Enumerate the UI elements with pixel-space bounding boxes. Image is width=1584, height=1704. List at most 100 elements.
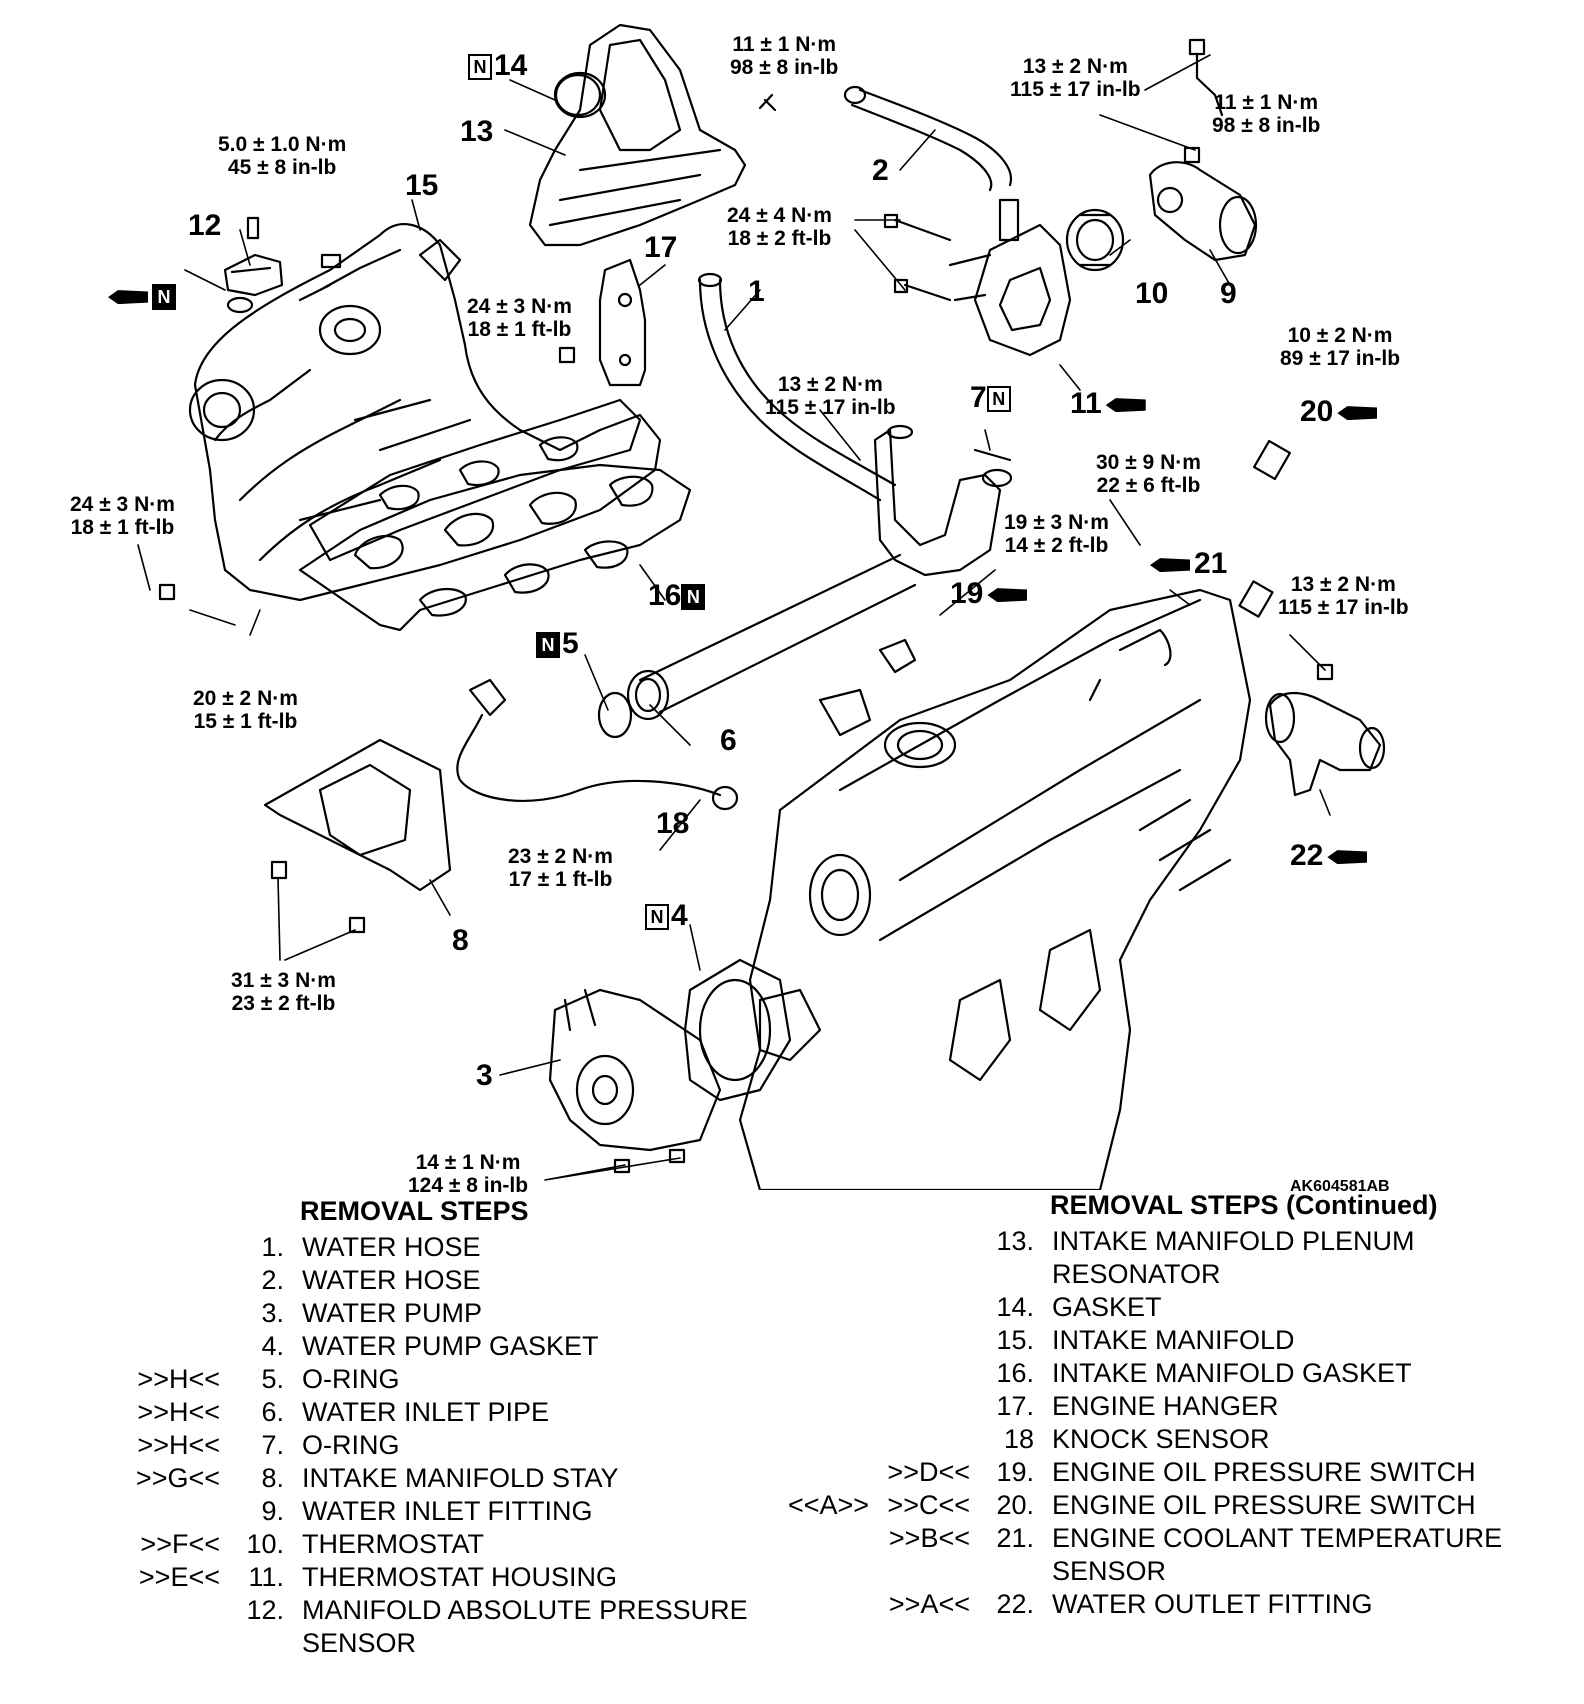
callout-17: 17 — [644, 231, 678, 264]
plenum-resonator-drawing — [528, 23, 747, 247]
service-point-mark: >>C<< — [887, 1490, 970, 1520]
manifold-flange-drawing — [308, 398, 642, 562]
n-mark-icon: N — [986, 386, 1011, 413]
n-mark-icon: N — [152, 284, 176, 311]
n-mark-icon: N — [468, 54, 492, 81]
service-point-mark: >>H<< — [137, 1364, 220, 1394]
map-sensor-drawing — [223, 216, 284, 314]
intake-manifold-drawing — [188, 223, 662, 602]
engine-hanger-drawing — [598, 258, 647, 387]
n-mark-icon: N — [645, 904, 669, 931]
list-item: >>D<<19.ENGINE OIL PRESSURE SWITCH — [887, 1457, 1476, 1487]
callout-3: 3 — [476, 1059, 493, 1092]
water-pump-gasket-drawing — [683, 958, 792, 1102]
service-point-mark: >>H<< — [137, 1397, 220, 1427]
sealant-arrow-icon — [1150, 558, 1190, 573]
n-mark-icon: N — [681, 584, 706, 611]
bolt-drawings — [158, 38, 1334, 681]
sealant-arrow-icon — [987, 588, 1028, 603]
thermostat-drawing — [1065, 208, 1125, 272]
list-item: >>A<<22.WATER OUTLET FITTING — [888, 1589, 1373, 1619]
list-item: >>H<<6.WATER INLET PIPE — [137, 1397, 550, 1427]
list-item: >>B<<21.ENGINE COOLANT TEMPERATURE — [888, 1523, 1503, 1553]
list-item: 2.WATER HOSE — [261, 1265, 481, 1295]
service-point-mark: >>B<< — [888, 1523, 970, 1553]
exploded-diagram — [137, 23, 1386, 1190]
callout-1: 1 — [748, 275, 765, 308]
list-item: 9.WATER INLET FITTING — [261, 1496, 593, 1526]
list-item: >>H<<5.O-RING — [137, 1364, 400, 1394]
engine-block-drawing — [738, 588, 1252, 1190]
sealant-arrow-icon — [108, 290, 148, 305]
callout-8: 8 — [452, 924, 469, 957]
water-outlet-fitting-drawing — [1264, 692, 1386, 797]
list-item: 13.INTAKE MANIFOLD PLENUM — [996, 1226, 1415, 1256]
callout-21: 21 — [1150, 547, 1227, 580]
gasket-14-drawing — [554, 73, 602, 117]
callout-9: 9 — [1220, 277, 1237, 310]
service-point-mark: >>G<< — [135, 1463, 220, 1493]
callout-18: 18 — [656, 807, 690, 840]
service-point-mark: >>E<< — [138, 1562, 220, 1592]
service-point-mark: >>H<< — [137, 1430, 220, 1460]
callout-19: 19 — [950, 577, 1028, 610]
list-item: 4.WATER PUMP GASKET — [261, 1331, 599, 1361]
knock-sensor-drawing — [456, 678, 739, 811]
sealant-arrow-icon — [1327, 850, 1368, 865]
callout-12-n: N — [108, 280, 178, 312]
list-item: 15.INTAKE MANIFOLD — [996, 1325, 1295, 1355]
water-inlet-fitting-drawing — [1148, 161, 1258, 262]
callout-15: 15 — [405, 169, 439, 202]
removal-service-point-mark: <<A>> — [788, 1490, 870, 1520]
callout-11: 11 — [1070, 387, 1146, 420]
callout-22: 22 — [1290, 839, 1368, 872]
list-item: >>G<<8.INTAKE MANIFOLD STAY — [135, 1463, 619, 1493]
callout-10: 10 — [1135, 277, 1169, 310]
list-item-continuation: SENSOR — [1052, 1556, 1167, 1586]
figure-code: AK604581AB — [1290, 1178, 1390, 1195]
hose-1-end — [697, 272, 723, 288]
intake-manifold-gasket-drawing — [298, 463, 692, 632]
n-mark-icon: N — [536, 632, 560, 659]
o-ring-7-drawing — [973, 448, 1012, 462]
callout-2: 2 — [872, 154, 889, 187]
service-point-mark: >>A<< — [888, 1589, 970, 1619]
service-point-mark: >>F<< — [140, 1529, 220, 1559]
water-pipe-elbow-drawing — [873, 424, 1013, 577]
list-item: >>H<<7.O-RING — [137, 1430, 400, 1460]
list-item: 1.WATER HOSE — [261, 1232, 481, 1262]
thermostat-housing-drawing — [948, 198, 1072, 357]
sealant-arrow-icon — [1105, 398, 1146, 413]
water-hose-1-drawing — [698, 278, 897, 502]
leader-lines — [137, 54, 1331, 1181]
list-item: 3.WATER PUMP — [261, 1298, 482, 1328]
intake-manifold-stay-drawing — [263, 738, 452, 934]
callout-12: 12 — [188, 209, 222, 242]
removal-steps-title: REMOVAL STEPS — [300, 1196, 529, 1226]
list-item: >>F<<10.THERMOSTAT — [140, 1529, 484, 1559]
sealant-arrow-icon — [1337, 406, 1378, 421]
list-item: 16.INTAKE MANIFOLD GASKET — [996, 1358, 1412, 1388]
water-inlet-pipe-drawing — [626, 553, 917, 721]
service-point-mark: >>D<< — [887, 1457, 970, 1487]
list-item: 17.ENGINE HANGER — [996, 1391, 1279, 1421]
callout-13: 13 — [460, 115, 494, 148]
callout-20: 20 — [1300, 395, 1378, 428]
